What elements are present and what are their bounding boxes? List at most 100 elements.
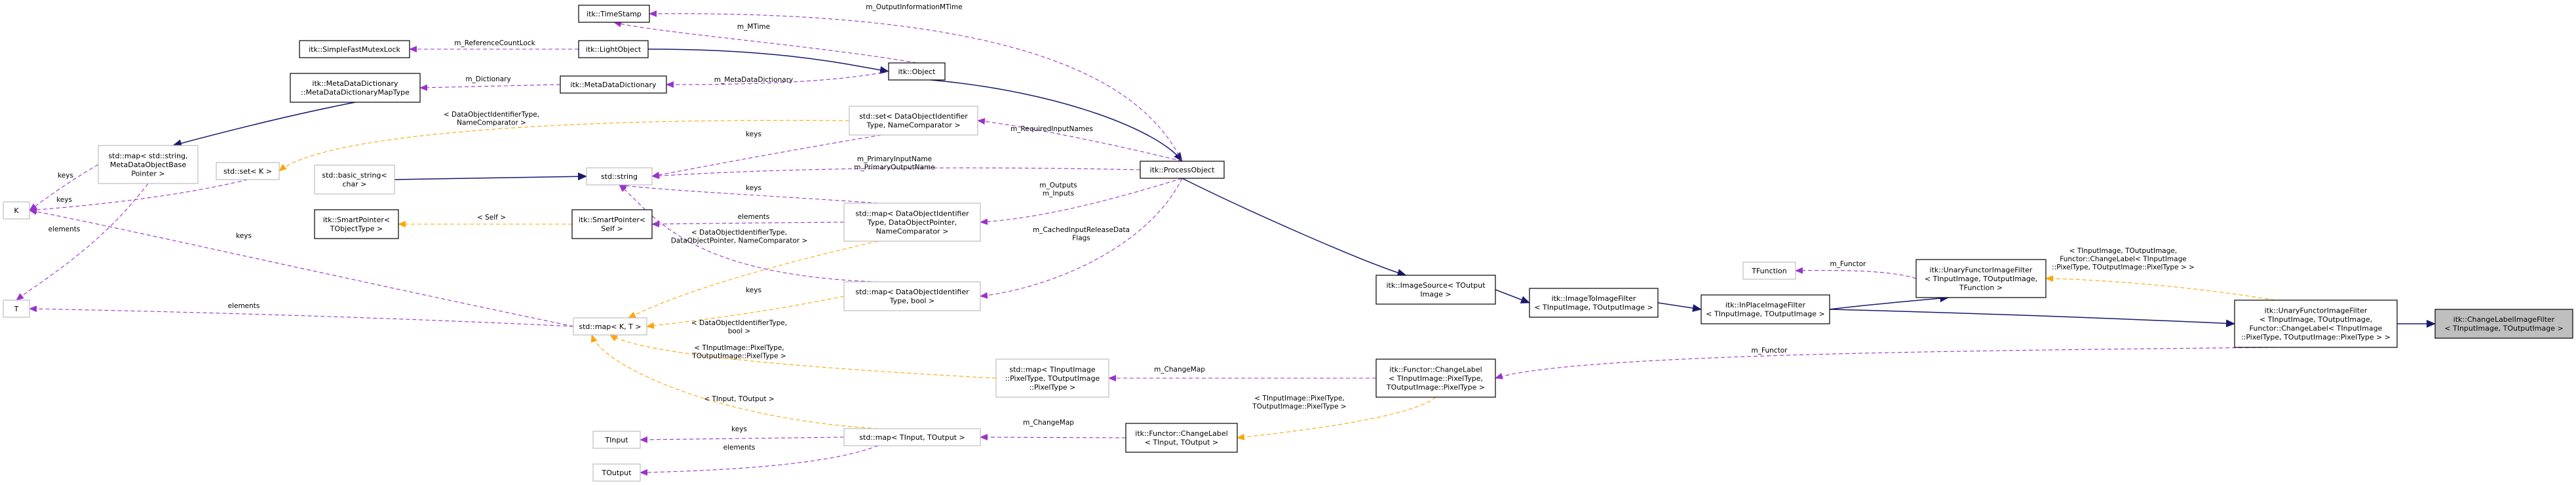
node-lightobject[interactable]: itk::LightObject: [578, 40, 649, 58]
edge-label-cachedinput: m_CachedInputReleaseData: [1033, 226, 1130, 234]
template-edge-stdmap-tinput-toutput-to-stdmap-k-t: [590, 334, 879, 429]
node-toutput[interactable]: TOutput: [592, 463, 641, 482]
node-timestamp[interactable]: itk::TimeStamp: [578, 5, 650, 23]
node-label-line: MetaDataObjectBase: [110, 161, 186, 169]
node-label-line: Type, DataObjectPointer,: [867, 218, 957, 227]
node-label-line: < TInputImage::PixelType,: [1389, 374, 1483, 383]
edge-label-tmpl-mapptr: DataObjectPointer, NameComparator >: [671, 237, 808, 245]
node-stdmap-dataobjectid-pointer[interactable]: std::map< DataObjectIdentifierType, Data…: [843, 203, 981, 242]
edge-label-keys-mapbool: keys: [746, 286, 761, 294]
usage-edge-object-to-timestamp: [613, 20, 917, 64]
usage-edge-processobject-to-stdmap-dataobjectid-pointer: [980, 178, 1183, 225]
node-k[interactable]: K: [3, 201, 30, 220]
edge-label-tmpl-unary: < TInputImage, TOutputImage,: [2069, 247, 2177, 255]
usage-edge-processobject-to-timestamp: [649, 10, 1183, 162]
node-stdmap-string-metadata[interactable]: std::map< std::string,MetaDataObjectBase…: [98, 145, 199, 184]
edge-label-refcountlock: m_ReferenceCountLock: [454, 39, 535, 47]
inheritance-edge-inplaceimagefilter-to-unaryfunctor-changelabel: [1829, 309, 2235, 328]
edge-label-elements-smart: elements: [738, 213, 770, 221]
node-changelabel-pixeltype[interactable]: itk::Functor::ChangeLabel< TInputImage::…: [1375, 359, 1496, 398]
node-box: [1125, 423, 1238, 453]
usage-edge-processobject-to-stdmap-dataobjectid-bool: [980, 178, 1183, 299]
edge-label-keys-mapkt: keys: [236, 232, 252, 240]
template-edge-stdmap-dataobjectid-pointer-to-stdmap-k-t: [628, 241, 879, 319]
edge-label-dictionary: m_Dictionary: [465, 75, 510, 83]
node-object[interactable]: itk::Object: [888, 62, 946, 81]
node-box: [843, 428, 981, 446]
usage-edge-stdmap-k-t-to-t: [29, 305, 574, 327]
node-changelabel-tinput[interactable]: itk::Functor::ChangeLabel< TInput, TOutp…: [1125, 423, 1238, 453]
node-stdset-dataobjectid[interactable]: std::set< DataObjectIdentifierType, Name…: [849, 106, 978, 136]
edge-label-cachedinput: Flags: [1072, 235, 1090, 242]
node-changelabelimagefilter[interactable]: itk::ChangeLabelImageFilter< TInputImage…: [2434, 309, 2573, 339]
node-inplaceimagefilter[interactable]: itk::InPlaceImageFilter< TInputImage, TO…: [1701, 294, 1830, 324]
node-label-line: Self >: [601, 225, 623, 233]
edge-label-tmpl-mapbool: < DataObjectIdentifierType,: [691, 319, 787, 327]
edge-label-keys-tinput: keys: [731, 425, 747, 433]
usage-edge-stdset-k-to-k: [29, 179, 248, 214]
node-metadatadictionary[interactable]: itk::MetaDataDictionary: [560, 75, 667, 94]
node-simplefastmutexlock[interactable]: itk::SimpleFastMutexLock: [299, 40, 410, 58]
usage-edge-unaryfunctor-changelabel-to-changelabel-pixeltype: [1495, 347, 2276, 379]
node-label-line: TOutputImage::PixelType >: [1386, 383, 1485, 391]
edge-label-tmpl-mapptr: < DataObjectIdentifierType,: [691, 229, 787, 237]
node-stdstring[interactable]: std::string: [586, 167, 653, 185]
node-label-line: < TInputImage, TOutputImage >: [2444, 324, 2563, 333]
node-processobject[interactable]: itk::ProcessObject: [1140, 161, 1225, 179]
node-label-line: itk::MetaDataDictionary: [312, 79, 398, 88]
node-stdmap-k-t[interactable]: std::map< K, T >: [573, 317, 647, 336]
usage-edge-stdmap-tinput-toutput-to-toutput: [640, 445, 879, 476]
node-label-line: < TInput, TOutput >: [1145, 438, 1219, 447]
edge-label-tmpl-changelabel: < TInputImage::PixelType,: [1254, 395, 1344, 402]
node-label-line: std::map< DataObjectIdentifier: [855, 288, 969, 296]
node-tinput[interactable]: TInput: [592, 431, 641, 449]
template-edge-unaryfunctor-changelabel-to-unaryfunctor-tfunction: [2045, 275, 2276, 301]
node-imagesource[interactable]: itk::ImageSource< TOutputImage >: [1375, 275, 1496, 305]
node-stdmap-tinput-toutput[interactable]: std::map< TInput, TOutput >: [843, 428, 981, 446]
node-stdmap-dataobjectid-bool[interactable]: std::map< DataObjectIdentifierType, bool…: [843, 281, 981, 311]
edge-label-elements-metadata: elements: [48, 225, 81, 233]
node-stdset-k[interactable]: std::set< K >: [216, 162, 280, 180]
node-box: [843, 203, 981, 242]
node-box: [1701, 294, 1830, 324]
node-box: [1140, 161, 1225, 179]
node-label-line: itk::Functor::ChangeLabel: [1135, 429, 1227, 438]
node-label-line: < TInputImage, TOutputImage >: [1706, 310, 1824, 319]
node-label-line: itk::UnaryFunctorImageFilter: [1930, 265, 2033, 274]
node-box: [314, 165, 395, 195]
node-label-line: itk::SimpleFastMutexLock: [309, 45, 400, 54]
node-box: [216, 162, 280, 180]
node-stdmap-pixeltype[interactable]: std::map< TInputImage::PixelType, TOutpu…: [995, 359, 1109, 398]
edge-label-tmpl-set: NameComparator >: [457, 119, 526, 127]
node-label-line: itk::InPlaceImageFilter: [1725, 301, 1806, 309]
node-smartpointer-self[interactable]: itk::SmartPointer<Self >: [571, 209, 653, 239]
usage-edge-metadatadictionary-to-metadatadictionarymaptype: [419, 84, 561, 91]
edge-label-outputs-inputs: m_Outputs: [1039, 182, 1077, 189]
node-label-line: std::map< TInputImage: [1009, 365, 1095, 374]
node-box: [843, 281, 981, 311]
node-label-line: itk::ProcessObject: [1150, 166, 1215, 174]
node-basic-string[interactable]: std::basic_string<char >: [314, 165, 395, 195]
edge-label-functor-changelabel: m_Functor: [1752, 347, 1788, 355]
node-box: [3, 201, 30, 220]
node-unaryfunctor-tfunction[interactable]: itk::UnaryFunctorImageFilter< TInputImag…: [1915, 259, 2047, 298]
node-t[interactable]: T: [3, 300, 30, 318]
node-smartpointer-tobjecttype[interactable]: itk::SmartPointer<TObjectType >: [314, 209, 399, 239]
node-unaryfunctor-changelabel[interactable]: itk::UnaryFunctorImageFilter< TInputImag…: [2234, 300, 2398, 348]
edge-label-keys-metadata: keys: [58, 172, 73, 180]
inheritance-edge-object-to-processobject: [931, 79, 1183, 162]
edge-label-outputs-inputs: m_Inputs: [1043, 190, 1074, 198]
node-label-line: TFunction >: [1959, 283, 2003, 292]
node-box: [290, 73, 421, 103]
node-label-line: itk::ImageToImageFilter: [1552, 294, 1636, 303]
inheritance-edge-inplaceimagefilter-to-unaryfunctor-tfunction: [1829, 294, 1950, 310]
edges-layer: [16, 10, 2436, 476]
node-label-line: std::map< TInput, TOutput >: [859, 433, 965, 442]
edge-label-tmpl-unary: Functor::ChangeLabel< TInputImage: [2060, 256, 2186, 263]
node-imagetoimagefilter[interactable]: itk::ImageToImageFilter< TInputImage, TO…: [1529, 288, 1659, 318]
node-box: [3, 300, 30, 318]
node-metadatadictionarymaptype[interactable]: itk::MetaDataDictionary::MetaDataDiction…: [290, 73, 421, 103]
node-box: [888, 62, 946, 81]
usage-edge-stdmap-k-t-to-k: [29, 208, 574, 327]
node-tfunction[interactable]: TFunction: [1742, 262, 1796, 280]
